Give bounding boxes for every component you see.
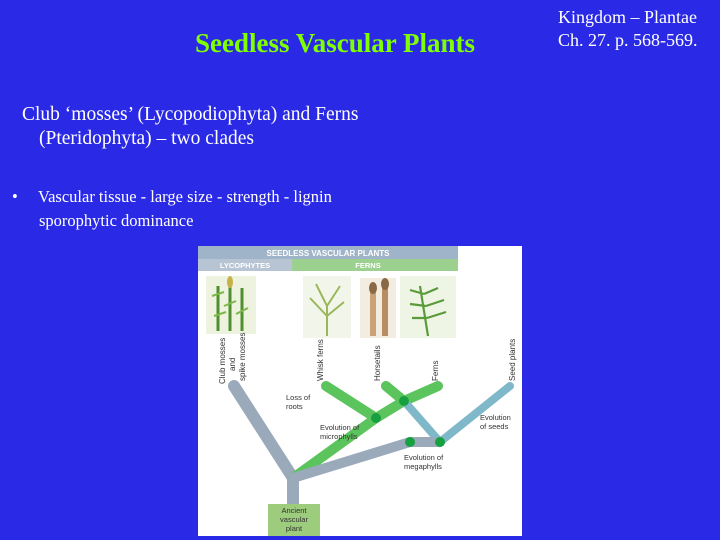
ancient-plant-box — [268, 504, 320, 536]
event-loss-of: Loss of — [286, 393, 311, 402]
node-seeds — [435, 437, 445, 447]
lycophytes-bar — [198, 259, 292, 271]
taxon-spike-mosses: spike mosses — [238, 333, 247, 381]
kingdom-label: Kingdom – Plantae — [558, 7, 697, 27]
horsetail-illustration — [360, 278, 396, 338]
taxon-whisk-ferns: Whisk ferns — [316, 339, 325, 381]
event-evolution-of-2: Evolution of — [404, 453, 444, 462]
taxon-horsetails: Horsetails — [373, 345, 382, 381]
bullet-line-2: sporophytic dominance — [39, 211, 194, 230]
node-loss-roots — [399, 396, 409, 406]
subtitle-line-1: Club ‘mosses’ (Lycopodiophyta) and Ferns — [22, 104, 359, 125]
bullet-line-1: Vascular tissue - large size - strength … — [38, 187, 332, 206]
phylogeny-figure: SEEDLESS VASCULAR PLANTS LYCOPHYTES FERN… — [198, 246, 522, 536]
chapter-pages: Ch. 27. p. 568-569. — [558, 30, 698, 50]
club-moss-illustration — [206, 276, 256, 334]
root-label-plant: plant — [286, 524, 303, 533]
ferns-bar — [292, 259, 458, 271]
subtitle: Club ‘mosses’ (Lycopodiophyta) and Ferns… — [22, 103, 359, 151]
lycophytes-label: LYCOPHYTES — [220, 261, 270, 270]
taxon-club-mosses: Club mosses — [218, 338, 227, 384]
node-megaphylls — [405, 437, 415, 447]
event-microphylls: microphylls — [320, 432, 358, 441]
subtitle-line-2: (Pteridophyta) – two clades — [39, 128, 254, 149]
taxon-ferns: Ferns — [431, 361, 440, 381]
event-evolution: Evolution — [480, 413, 511, 422]
header-text: SEEDLESS VASCULAR PLANTS — [267, 249, 391, 258]
event-evolution-of-1: Evolution of — [320, 423, 360, 432]
whisk-fern-illustration — [303, 276, 351, 338]
event-megaphylls: megaphylls — [404, 462, 442, 471]
taxon-seed-plants: Seed plants — [508, 339, 517, 381]
root-label-ancient: Ancient — [281, 506, 307, 515]
phylogeny-diagram: SEEDLESS VASCULAR PLANTS LYCOPHYTES FERN… — [198, 246, 517, 536]
fern-illustration — [400, 276, 456, 338]
slide-title: Seedless Vascular Plants — [195, 28, 476, 58]
node-microphylls — [371, 413, 381, 423]
event-of-seeds: of seeds — [480, 422, 509, 431]
root-label-vascular: vascular — [280, 515, 308, 524]
bullet-dot-icon: • — [12, 187, 18, 206]
bullet-item: • Vascular tissue - large size - strength… — [12, 185, 332, 233]
ferns-label: FERNS — [355, 261, 380, 270]
taxon-and: and — [228, 358, 237, 371]
header-bar — [198, 246, 458, 259]
chapter-reference: Kingdom – Plantae Ch. 27. p. 568-569. — [558, 6, 698, 52]
event-roots: roots — [286, 402, 303, 411]
